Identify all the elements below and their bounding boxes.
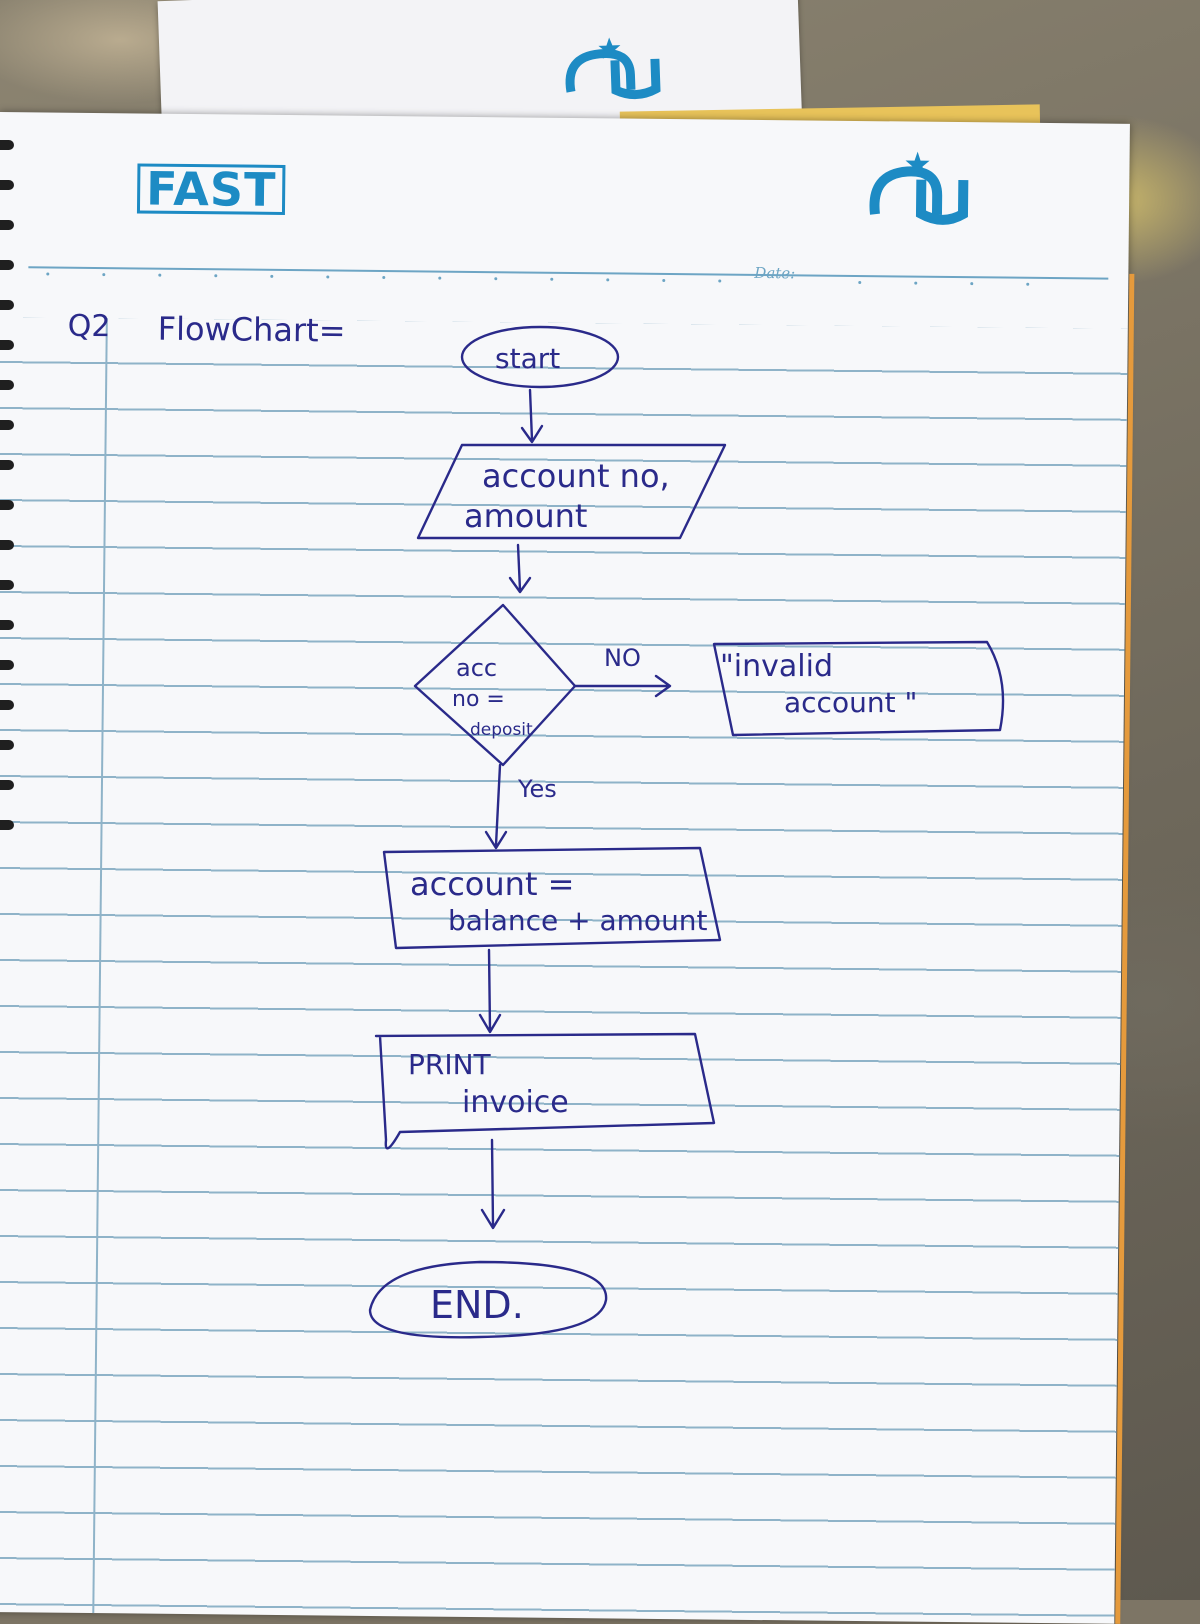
arrow-print-end [480, 1138, 506, 1230]
spiral-ring [0, 220, 14, 230]
start-terminal [460, 325, 620, 389]
spiral-ring [0, 620, 14, 630]
input-label-1: account no, [482, 457, 670, 495]
notebook-page: FAST Date: Q2 FlowChart= [0, 112, 1135, 1624]
spiral-ring [0, 420, 14, 430]
start-label: start [495, 342, 560, 375]
invalid-label-1: "invalid [720, 649, 833, 684]
input-parallelogram [416, 443, 727, 540]
decision-label-1: acc [456, 654, 497, 682]
invalid-label-2: account " [784, 686, 917, 719]
process-box [382, 846, 722, 950]
print-box [374, 1032, 716, 1150]
spiral-ring [0, 140, 14, 150]
spiral-ring [0, 820, 14, 830]
spiral-ring [0, 580, 14, 590]
arrow-start-input [520, 388, 544, 444]
invalid-box [712, 640, 1005, 737]
print-label-1: PRINT [408, 1048, 492, 1081]
spiral-ring [0, 380, 14, 390]
spiral-ring [0, 740, 14, 750]
spiral-ring [0, 540, 14, 550]
print-label-2: invoice [462, 1085, 569, 1120]
decision-label-3: deposit [470, 720, 533, 740]
spiral-ring [0, 180, 14, 190]
end-label: END. [430, 1283, 524, 1327]
back-sheet [157, 0, 803, 152]
arrow-yes [484, 763, 508, 850]
decision-label-2: no = [452, 687, 505, 712]
spiral-ring [0, 300, 14, 310]
spiral-ring [0, 500, 14, 510]
end-terminal [368, 1260, 608, 1339]
no-label: NO [604, 644, 641, 672]
input-label-2: amount [464, 497, 587, 535]
process-label-1: account = [410, 865, 574, 903]
spiral-ring [0, 660, 14, 670]
spiral-ring [0, 340, 14, 350]
nu-logo-back [565, 37, 661, 100]
yes-label: Yes [517, 775, 557, 803]
arrow-process-print [478, 948, 502, 1034]
spiral-ring [0, 780, 14, 790]
arrow-input-decision [508, 543, 532, 594]
decision-diamond [413, 603, 577, 767]
nu-logo [869, 151, 969, 225]
spiral-ring [0, 460, 14, 470]
arrow-no [573, 674, 672, 698]
spiral-ring [0, 700, 14, 710]
process-label-2: balance + amount [448, 904, 708, 937]
spiral-ring [0, 260, 14, 270]
